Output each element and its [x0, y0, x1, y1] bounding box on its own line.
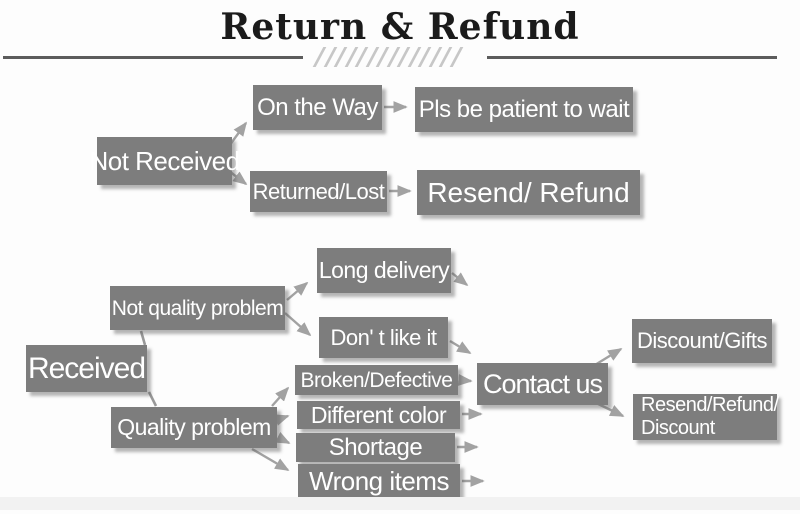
arrow-not-quality-to-long-delivery [286, 281, 309, 301]
node-not-received: Not Received [89, 137, 240, 185]
arrow-quality-to-wrong-items [251, 447, 290, 472]
divider-line-left [3, 56, 303, 59]
node-not-quality-problem: Not quality problem [110, 286, 285, 330]
divider-line-right [487, 56, 777, 59]
node-resend-refund-discount-line1: Resend/Refund/ [641, 394, 779, 416]
connector-received-to-quality [147, 391, 158, 407]
node-discount-gifts: Discount/Gifts [632, 319, 772, 363]
node-returned-lost: Returned/Lost [250, 171, 387, 212]
node-dont-like-it: Don' t like it [319, 317, 448, 358]
node-pls-be-patient-to-wait: Pls be patient to wait [415, 87, 633, 132]
node-shortage: Shortage [296, 433, 455, 462]
node-long-delivery: Long delivery [317, 248, 451, 293]
node-quality-problem: Quality problem [111, 407, 277, 448]
node-wrong-items: Wrong items [298, 464, 460, 497]
node-resend-refund: Resend/ Refund [417, 170, 640, 215]
node-different-color: Different color [297, 401, 460, 429]
arrow-not-quality-to-dont-like [284, 312, 312, 337]
connector-received-to-not-quality [139, 330, 147, 346]
node-resend-refund-discount-line2: Discount [641, 417, 715, 439]
arrow-broken-defective-to-contact-us [457, 373, 473, 386]
arrow-long-delivery-out [451, 272, 469, 287]
node-resend-refund-discount: Resend/Refund/ Discount [633, 394, 779, 440]
node-broken-defective: Broken/Defective [295, 365, 458, 395]
arrow-dont-like-to-contact-us [449, 339, 472, 355]
arrow-quality-to-broken-defective [271, 386, 290, 407]
node-contact-us: Contact us [477, 363, 608, 405]
arrow-quality-to-shortage [274, 431, 291, 445]
node-received: Received [26, 345, 147, 392]
node-on-the-way: On the Way [253, 85, 382, 130]
page-title: Return & Refund [220, 6, 580, 48]
bottom-band [0, 497, 800, 510]
hatch-decoration [312, 46, 474, 68]
arrow-quality-to-different-color [274, 414, 290, 426]
